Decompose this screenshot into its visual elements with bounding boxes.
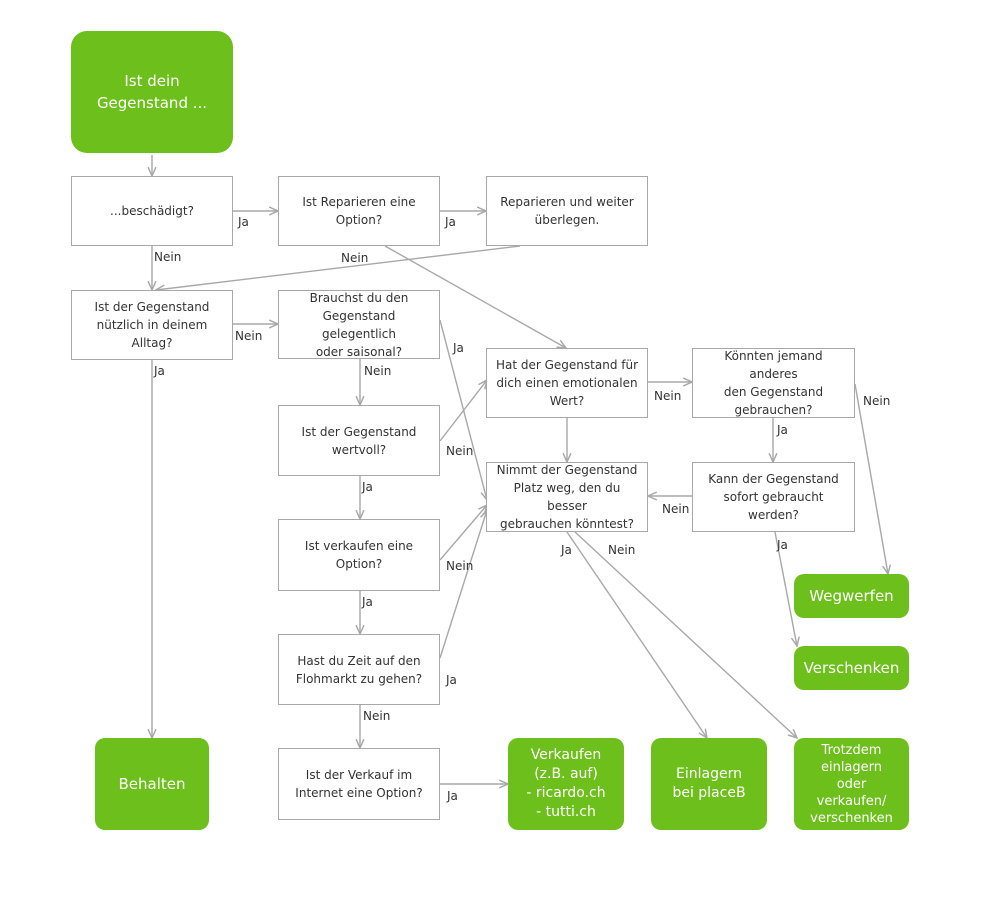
edge-sell-space: [439, 505, 487, 561]
start-node: Ist dein Gegenstand ...: [71, 31, 233, 153]
edge-label-useful-ja: Ja: [154, 364, 165, 378]
damaged-question: ...beschädigt?: [71, 176, 233, 246]
repair-option-question: Ist Reparieren eine Option?: [278, 176, 440, 246]
outcome-store: Einlagern bei placeB: [651, 738, 767, 830]
someone-else-question: Könnten jemand anderes den Gegenstand ge…: [692, 348, 855, 418]
edge-repair-emotional: [384, 245, 566, 348]
edge-label-someone-ja: Ja: [777, 423, 788, 437]
edge-label-repair-ja: Ja: [445, 215, 456, 229]
online-sale-question: Ist der Verkauf im Internet eine Option?: [278, 748, 440, 820]
edge-valuable-emotional: [439, 380, 487, 442]
edge-label-sell-ja: Ja: [362, 595, 373, 609]
flea-market-question: Hast du Zeit auf den Flohmarkt zu gehen?: [278, 634, 440, 705]
edge-label-sell-nein: Nein: [446, 559, 474, 573]
edge-label-useful-nein: Nein: [235, 329, 263, 343]
edge-repair-useful: [156, 245, 521, 290]
immediate-use-question: Kann der Gegenstand sofort gebraucht wer…: [692, 462, 855, 532]
outcome-throw-away: Wegwerfen: [794, 574, 909, 618]
edge-label-occasional-nein: Nein: [364, 364, 392, 378]
outcome-keep: Behalten: [95, 738, 209, 830]
edge-label-damaged-ja: Ja: [238, 215, 249, 229]
emotional-question: Hat der Gegenstand für dich einen emotio…: [486, 348, 648, 418]
outcome-sell: Verkaufen (z.B. auf) - ricardo.ch - tutt…: [508, 738, 624, 830]
space-question: Nimmt der Gegenstand Platz weg, den du b…: [486, 462, 648, 532]
edge-label-space-ja: Ja: [561, 543, 572, 557]
valuable-question: Ist der Gegenstand wertvoll?: [278, 405, 440, 476]
edge-label-occasional-ja: Ja: [453, 341, 464, 355]
edge-label-valuable-ja: Ja: [362, 480, 373, 494]
repair-action-box: Reparieren und weiter überlegen.: [486, 176, 648, 246]
edge-label-immediate-nein: Nein: [662, 502, 690, 516]
edge-label-damaged-nein: Nein: [154, 250, 182, 264]
edge-label-emotional-nein: Nein: [654, 389, 682, 403]
edge-label-online-ja: Ja: [447, 789, 458, 803]
edge-label-space-nein: Nein: [608, 543, 636, 557]
edge-space-store: [566, 531, 707, 738]
sell-option-question: Ist verkaufen eine Option?: [278, 519, 440, 591]
edge-label-repair-nein: Nein: [341, 251, 369, 265]
edge-immediate-give: [774, 531, 797, 646]
edge-label-valuable-nein: Nein: [446, 444, 474, 458]
useful-question: Ist der Gegenstand nützlich in deinem Al…: [71, 290, 233, 360]
edge-flea-space: [439, 510, 487, 659]
edge-space-anyway: [574, 531, 797, 738]
edge-someone-throw: [854, 383, 888, 574]
outcome-give-away: Verschenken: [794, 646, 909, 690]
edge-label-flea-ja: Ja: [446, 673, 457, 687]
edge-label-immediate-ja: Ja: [777, 538, 788, 552]
outcome-anyway: Trotzdem einlagern oder verkaufen/ versc…: [794, 738, 909, 830]
edge-label-flea-nein: Nein: [363, 709, 391, 723]
edge-label-someone-nein: Nein: [863, 394, 891, 408]
occasional-question: Brauchst du den Gegenstand gelegentlich …: [278, 290, 440, 359]
